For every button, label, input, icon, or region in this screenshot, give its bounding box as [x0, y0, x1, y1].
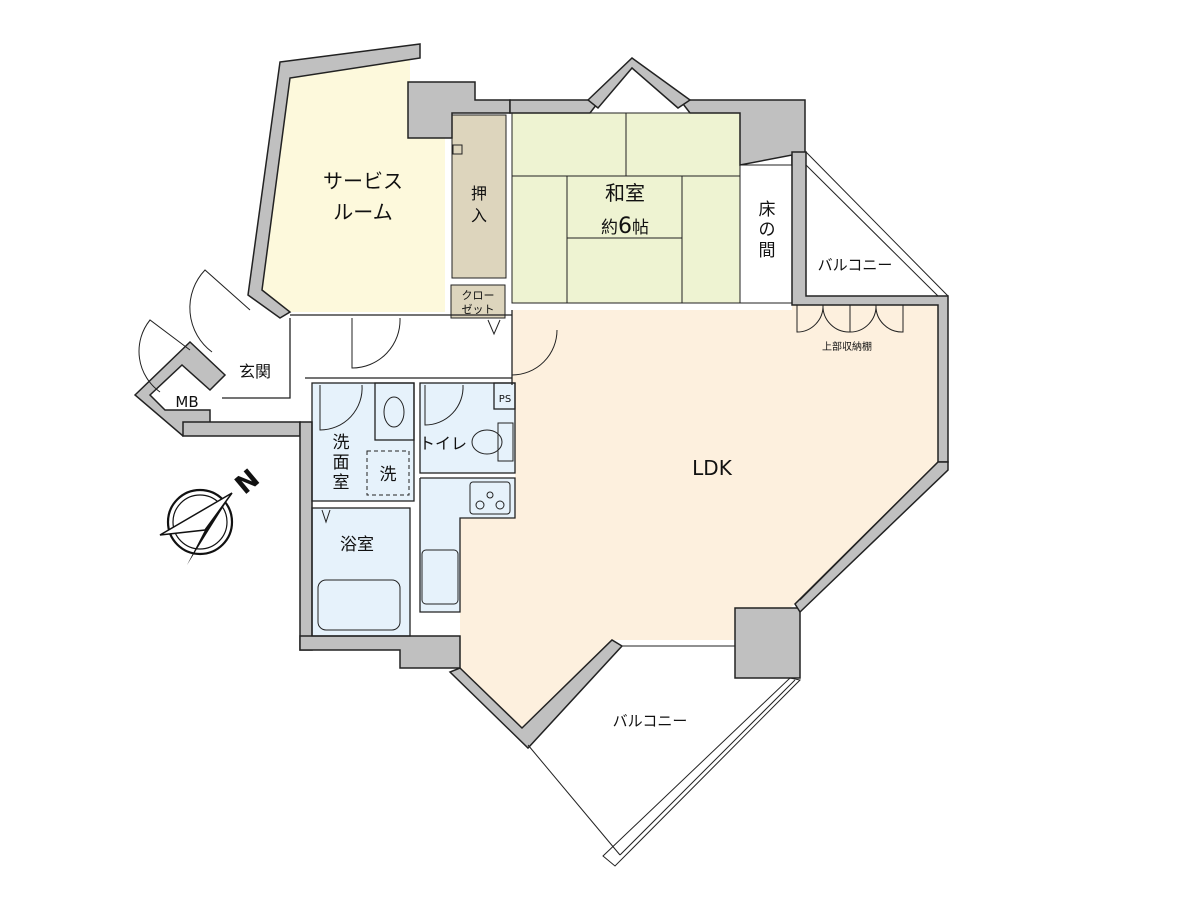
tokonoma-label-2: の: [759, 220, 776, 240]
oshiire-floor: [452, 115, 506, 278]
closet-floor: [451, 285, 505, 318]
compass-north-arrow-icon: N: [159, 464, 266, 565]
wall-washitsu-north: [509, 99, 602, 114]
oshiire-label-2: 入: [471, 206, 487, 225]
ldk-label: LDK: [692, 456, 733, 480]
tokonoma-label-1: 床: [759, 200, 776, 220]
door-swings: [138, 269, 904, 431]
closet-label-2: ゼット: [462, 303, 495, 316]
washroom-label-3: 室: [333, 473, 350, 493]
washitsu-label-2: 約6帖: [601, 214, 649, 239]
pipe-box-small: [452, 144, 463, 155]
oshiire-outline: [451, 114, 507, 279]
door-mark-bath: [321, 509, 331, 524]
wall-wet-west: [299, 421, 313, 651]
balcony-ne-label: バルコニー: [818, 256, 893, 274]
wall-bay-window: [586, 57, 692, 110]
oshiire-label-1: 押: [471, 184, 487, 203]
tokonoma-floor: [740, 165, 792, 303]
washitsu-label-1: 和室: [605, 181, 645, 205]
balcony-ne-outline: [805, 151, 949, 297]
closet-label-1: クロー: [462, 289, 495, 302]
compass-n-label: N: [230, 464, 266, 501]
kitchen-sink-icon: [421, 549, 459, 605]
sink-icon: [383, 396, 405, 428]
wall-ldk-pillar: [734, 607, 801, 679]
ldk-floor: [458, 305, 938, 728]
washroom-floor: [312, 383, 414, 501]
washer-outline: [366, 450, 410, 496]
wall-ldk-se: [794, 461, 949, 614]
service-room-label-2: ルーム: [333, 200, 392, 224]
wall-entrance-south: [182, 421, 301, 437]
ps-label: PS: [499, 394, 511, 405]
entrance-label: 玄関: [239, 362, 271, 381]
tokonoma-label-3: 間: [759, 241, 776, 261]
stove-icon: [469, 481, 511, 515]
bathtub-icon: [317, 579, 401, 631]
balcony-s-label: バルコニー: [613, 712, 688, 730]
wall-wet-south: [299, 635, 461, 669]
closet-outline: [450, 284, 506, 319]
washer-label: 洗: [380, 465, 397, 485]
washroom-label-2: 面: [333, 453, 350, 473]
kitchen-floor: [420, 478, 515, 612]
service-room-label-1: サービス: [323, 169, 403, 193]
wall-service-room-west: [247, 43, 421, 319]
service-room-floor: [262, 58, 445, 312]
mb-label: MB: [175, 393, 198, 411]
bathroom-label: 浴室: [340, 535, 374, 555]
door-mark-closet: [487, 319, 501, 336]
tokonoma-outline: [739, 164, 793, 304]
upper-storage-label: 上部収納棚: [822, 340, 872, 353]
toilet-label: トイレ: [419, 434, 467, 453]
bathroom-floor: [312, 508, 410, 636]
entrance-outline: [222, 318, 291, 399]
window-se: [799, 461, 939, 601]
toilet-icon: [471, 422, 514, 462]
washroom-label-1: 洗: [333, 433, 350, 453]
toilet-floor: [420, 383, 515, 473]
wet-area-partitions: [311, 382, 516, 637]
balcony-s-outline: [527, 677, 802, 867]
